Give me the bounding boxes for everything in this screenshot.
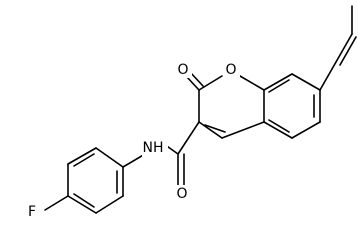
- amide-group: [122, 121, 200, 187]
- atom-amide-nh-label: NH: [143, 140, 164, 156]
- allyl-group: [319, 5, 357, 91]
- atom-oxygen-carbonyl-label: O: [177, 62, 188, 78]
- atom-labels: O O NH O F: [24, 60, 240, 221]
- fluorophenyl-ring: [44, 147, 124, 214]
- atom-fluorine-label: F: [28, 204, 36, 220]
- coumarin-pyranone-ring: [185, 71, 265, 139]
- atom-oxygen-amide-label: O: [176, 186, 187, 202]
- coumarin-benzo-ring: [263, 73, 321, 139]
- atom-oxygen-ring-label: O: [225, 62, 236, 78]
